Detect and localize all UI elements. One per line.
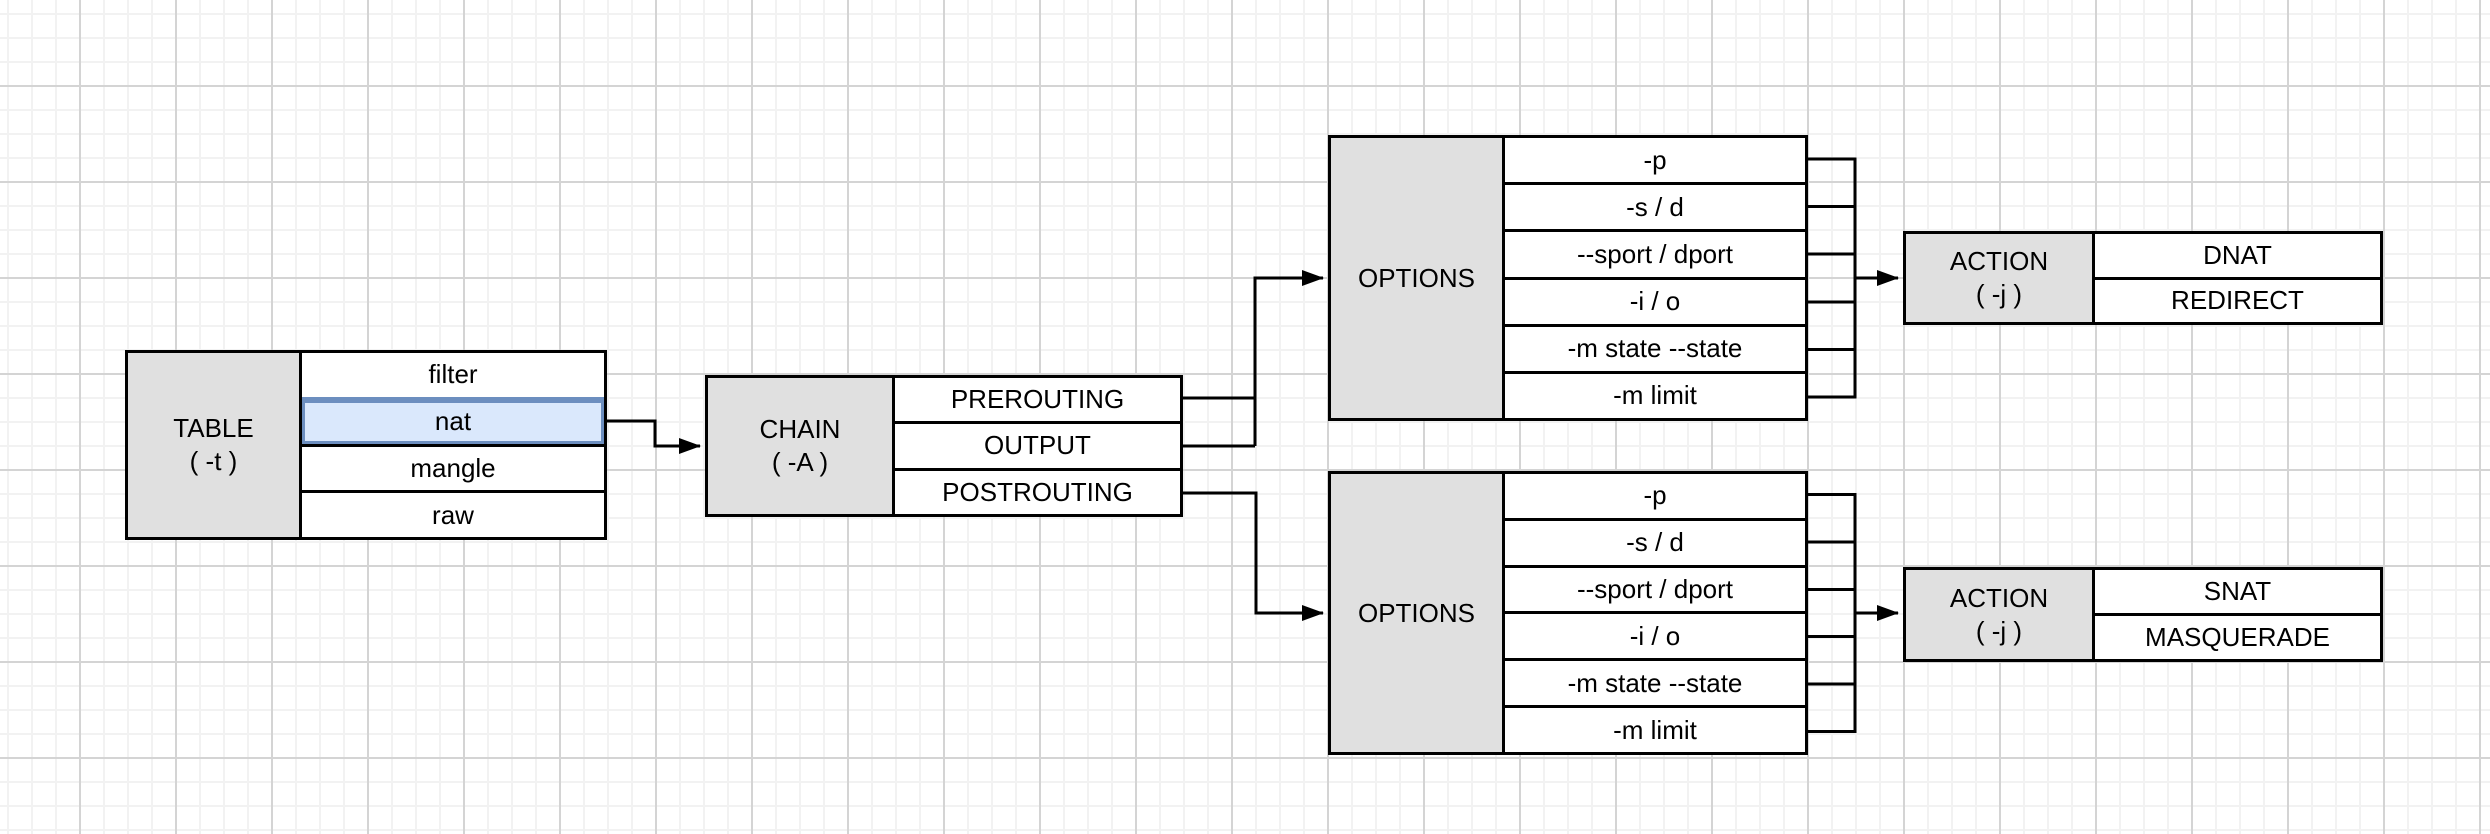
action-top-header-subtitle: ( -j ) [1975, 279, 2023, 309]
options-top-row-p[interactable]: -p [1643, 144, 1667, 175]
options-top-box[interactable]: OPTIONS -p -s / d --sport / dport -i / o… [1328, 135, 1808, 421]
connector-prerouting-to-options-top[interactable] [1183, 270, 1324, 446]
table-rows: filter nat mangle raw [302, 353, 604, 537]
options-top-row-s-d[interactable]: -s / d [1505, 182, 1805, 229]
options-bottom-row-sport-dport[interactable]: --sport / dport [1505, 564, 1805, 612]
table-row-filter[interactable]: filter [428, 359, 478, 390]
options-bottom-row-m-limit[interactable]: -m limit [1505, 705, 1805, 752]
table-row-nat-selected[interactable]: nat [302, 396, 604, 444]
action-bottom-box[interactable]: ACTION ( -j ) SNAT MASQUERADE [1903, 567, 2383, 662]
table-header-subtitle: ( -t ) [189, 446, 238, 476]
options-bottom-row-s-d[interactable]: -s / d [1505, 517, 1805, 565]
options-bottom-row-p[interactable]: -p [1643, 480, 1667, 511]
action-top-rows: DNAT REDIRECT [2095, 234, 2380, 322]
action-top-box[interactable]: ACTION ( -j ) DNAT REDIRECT [1903, 231, 2383, 325]
chain-row-output[interactable]: OUTPUT [895, 421, 1180, 467]
chain-header-subtitle: ( -A ) [771, 447, 829, 477]
action-top-header-title: ACTION [1949, 246, 2049, 276]
action-bottom-rows: SNAT MASQUERADE [2095, 570, 2380, 659]
connector-nat-to-chain[interactable] [607, 419, 701, 454]
chain-header-title: CHAIN [759, 414, 841, 444]
table-header[interactable]: TABLE ( -t ) [128, 353, 302, 537]
bracket-options-bottom[interactable] [1808, 493, 1857, 733]
table-box[interactable]: TABLE ( -t ) filter nat mangle raw [125, 350, 607, 540]
action-row-snat[interactable]: SNAT [2203, 576, 2272, 606]
action-bottom-header-subtitle: ( -j ) [1975, 615, 2023, 646]
options-top-header-title: OPTIONS [1357, 262, 1475, 293]
action-row-redirect[interactable]: REDIRECT [2095, 276, 2380, 323]
options-top-row-m-state[interactable]: -m state --state [1505, 323, 1805, 371]
connector-postrouting-to-options-bottom[interactable] [1183, 491, 1324, 621]
table-row-mangle[interactable]: mangle [302, 443, 604, 491]
options-top-header[interactable]: OPTIONS [1331, 138, 1505, 418]
chain-row-prerouting[interactable]: PREROUTING [950, 384, 1125, 415]
action-row-dnat[interactable]: DNAT [2203, 239, 2272, 270]
options-top-row-i-o[interactable]: -i / o [1505, 276, 1805, 324]
options-top-row-m-limit[interactable]: -m limit [1505, 370, 1805, 418]
options-bottom-row-m-state[interactable]: -m state --state [1505, 658, 1805, 705]
action-bottom-header-title: ACTION [1949, 582, 2049, 613]
options-bottom-rows: -p -s / d --sport / dport -i / o -m stat… [1505, 474, 1805, 752]
action-row-masquerade[interactable]: MASQUERADE [2095, 613, 2380, 659]
chain-box[interactable]: CHAIN ( -A ) PREROUTING OUTPUT POSTROUTI… [705, 375, 1183, 517]
chain-row-postrouting[interactable]: POSTROUTING [895, 467, 1180, 514]
action-top-header[interactable]: ACTION ( -j ) [1906, 234, 2095, 322]
options-bottom-row-i-o[interactable]: -i / o [1505, 611, 1805, 658]
options-top-row-sport-dport[interactable]: --sport / dport [1505, 229, 1805, 276]
bracket-options-top[interactable] [1808, 157, 1857, 399]
chain-header[interactable]: CHAIN ( -A ) [708, 378, 895, 514]
action-bottom-header[interactable]: ACTION ( -j ) [1906, 570, 2095, 659]
options-top-rows: -p -s / d --sport / dport -i / o -m stat… [1505, 138, 1805, 418]
table-row-raw[interactable]: raw [302, 490, 604, 537]
table-header-title: TABLE [173, 413, 254, 443]
chain-rows: PREROUTING OUTPUT POSTROUTING [895, 378, 1180, 514]
options-bottom-header-title: OPTIONS [1357, 597, 1475, 628]
options-bottom-box[interactable]: OPTIONS -p -s / d --sport / dport -i / o… [1328, 471, 1808, 755]
options-bottom-header[interactable]: OPTIONS [1331, 474, 1505, 752]
